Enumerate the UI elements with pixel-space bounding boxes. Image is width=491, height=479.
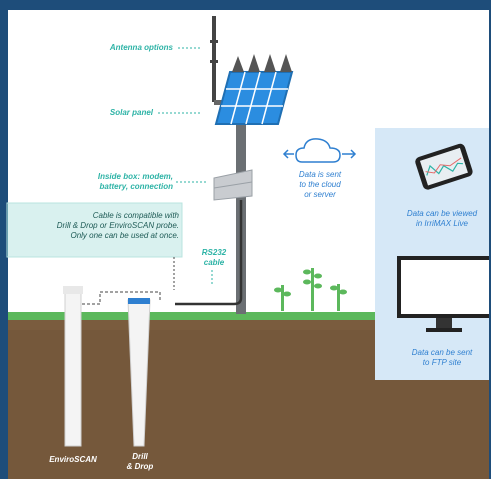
rs232-cable [175, 200, 243, 306]
cable-note-line-3: Only one can be used at once. [70, 231, 179, 240]
irrimax-line-1: Data can be viewed [406, 209, 478, 218]
inside-box-line-1: Inside box: modem, [97, 172, 173, 181]
cloud-label: Data is sent to the cloud or server [290, 170, 350, 200]
phone-icon [415, 143, 473, 190]
ftp-line-1: Data can be sent [411, 348, 473, 357]
inside-box-line-2: battery, connection [99, 182, 174, 191]
drill-drop-line-1: Drill [132, 452, 148, 461]
cable-note-label: Cable is compatible with Drill & Drop or… [57, 211, 179, 241]
cable-note-line-1: Cable is compatible with [92, 211, 179, 220]
cloud-line-3: or server [304, 190, 336, 199]
cloud-icon [282, 138, 357, 163]
cable-dashed [72, 291, 161, 305]
cable-note-line-2: Drill & Drop or EnviroSCAN probe. [56, 221, 179, 230]
rs232-label: RS232 cable [200, 248, 228, 268]
cloud-line-2: to the cloud [299, 180, 341, 189]
cable-note-border [6, 202, 183, 258]
drill-drop-probe [127, 298, 151, 447]
solar-panel-label: Solar panel [109, 108, 153, 117]
ftp-line-2: to FTP site [422, 358, 462, 367]
antenna-icon [212, 16, 216, 102]
cable-note-box [7, 203, 182, 257]
solar-panel-icon [214, 54, 294, 125]
monitor-icon [397, 256, 489, 332]
irrimax-label: Data can be viewed in IrriMAX Live [395, 209, 489, 229]
irrimax-line-2: in IrriMAX Live [415, 219, 468, 228]
grass-strip [8, 312, 489, 320]
enviroscan-label: EnviroSCAN [49, 455, 97, 464]
inside-box-label: Inside box: modem, battery, connection [98, 172, 173, 192]
crop-icon [274, 268, 347, 311]
equipment-box-icon [213, 169, 253, 201]
cloud-line-1: Data is sent [298, 170, 342, 179]
drill-drop-label: Drill & Drop [124, 452, 156, 472]
rs232-line-2: cable [203, 258, 225, 267]
enviroscan-probe [63, 286, 83, 447]
ftp-label: Data can be sent to FTP site [400, 348, 484, 368]
drill-drop-line-2: & Drop [126, 462, 154, 471]
rs232-line-1: RS232 [201, 248, 227, 257]
antenna-label: Antenna options [109, 43, 173, 52]
